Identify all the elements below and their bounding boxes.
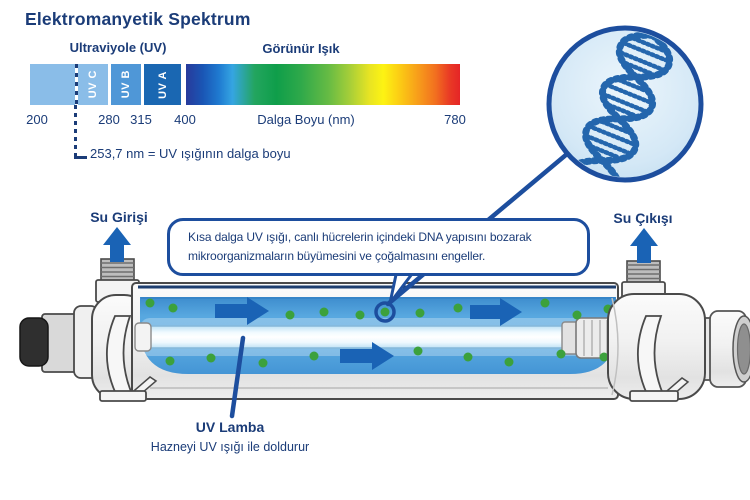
lamp-label: UV Lamba — [195, 419, 265, 435]
band-uva-label: UV A — [156, 70, 169, 99]
tick-780: 780 — [444, 112, 466, 127]
dna-callout-box: Kısa dalga UV ışığı, canlı hücrelerin iç… — [167, 218, 590, 276]
outlet-arrow-icon — [630, 228, 658, 263]
band-uvc-label: UV C — [87, 70, 99, 99]
mount-bracket-left — [99, 315, 158, 402]
note-corner-dash — [74, 156, 87, 159]
inlet-label: Su Girişi — [90, 209, 148, 225]
microbe-ring — [374, 301, 396, 323]
tick-200: 200 — [26, 112, 48, 127]
microbe-dots — [145, 298, 613, 368]
visible-spectrum-gradient — [186, 64, 460, 105]
dna-helix-icon — [565, 31, 674, 196]
band-uva: UV A — [144, 64, 181, 105]
tick-315: 315 — [130, 112, 152, 127]
wavelength-note: 253,7 nm = UV ışığının dalga boyu — [90, 146, 291, 161]
flow-arrow — [470, 298, 522, 326]
band-uvc: UV C — [78, 64, 108, 105]
flow-arrows — [215, 297, 522, 370]
tick-400: 400 — [174, 112, 196, 127]
tick-280: 280 — [98, 112, 120, 127]
flow-arrow — [340, 342, 394, 370]
note-dashed-line — [74, 105, 77, 158]
band-uvb: UV B — [111, 64, 141, 105]
callout-line2: mikroorganizmaların büyümesini ve çoğalm… — [188, 249, 486, 263]
axis-label: Dalga Boyu (nm) — [257, 112, 355, 127]
lamp-pointer-line — [229, 335, 246, 419]
callout-line1: Kısa dalga UV ışığı, canlı hücrelerin iç… — [188, 230, 532, 244]
flow-arrow — [215, 297, 269, 325]
uv-lamp-tube — [134, 317, 613, 359]
lamp-sublabel: Hazneyi UV ışığı ile doldurur — [150, 440, 310, 454]
band-uvb-label: UV B — [120, 70, 132, 99]
uv-group-label: Ultraviyole (UV) — [69, 40, 167, 55]
page-title: Elektromanyetik Spektrum — [25, 9, 251, 29]
outlet-label: Su Çıkışı — [613, 210, 673, 226]
wavelength-253-divider — [74, 64, 78, 105]
band-below-253 — [30, 64, 75, 105]
visible-light-label: Görünür Işık — [262, 41, 340, 56]
inlet-arrow-icon — [103, 227, 131, 262]
left-end-cap — [19, 305, 99, 379]
mount-bracket-right — [629, 315, 690, 402]
dna-magnifier-circle — [546, 25, 704, 196]
